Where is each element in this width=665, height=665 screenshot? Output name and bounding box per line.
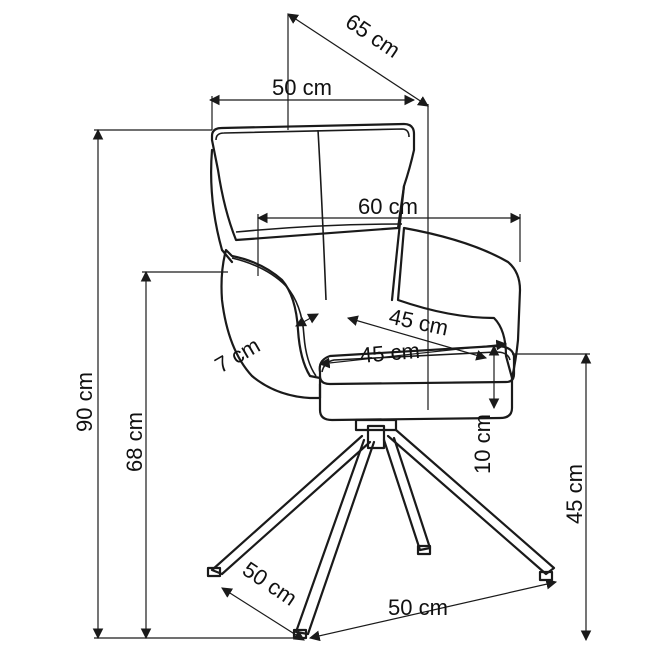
label-base-width: 50 cm [388,595,448,620]
label-seat-thickness: 10 cm [470,414,495,474]
backrest-piping [215,128,410,141]
foot-front-left [206,566,222,578]
left-armrest-piping [231,257,317,377]
dimension-lines [92,13,592,642]
label-total-height: 90 cm [72,372,97,432]
backrest [210,122,416,242]
dim-line-base-width [308,578,558,642]
backrest-horizontal-seam [235,223,403,233]
leg-back-right [382,436,432,552]
leg-front-left [210,434,372,576]
dim-line-seat-width [318,339,508,369]
label-armrest-width: 7 cm [210,332,264,377]
label-width-arms: 60 cm [358,194,418,219]
backrest-vertical-seam [317,129,327,301]
dim-line-base-depth [221,587,305,641]
leg-front-center [294,438,376,636]
backrest-side [210,148,234,264]
swivel-plate [354,418,398,432]
label-width-back: 50 cm [272,75,332,100]
dim-line-armrest [295,313,319,327]
label-seat-width: 45 cm [359,338,421,368]
label-seat-depth: 45 cm [387,304,451,341]
dim-line-depth-top [287,13,429,107]
label-seat-height: 45 cm [562,464,587,524]
label-base-depth: 50 cm [238,557,302,611]
swivel-post [366,424,386,450]
foot-back-right [416,544,432,556]
chair-legs [206,428,556,640]
left-armrest [220,248,322,400]
label-armrest-height: 68 cm [122,412,147,472]
backrest-right-edge [390,184,406,302]
seat-base [318,376,514,422]
